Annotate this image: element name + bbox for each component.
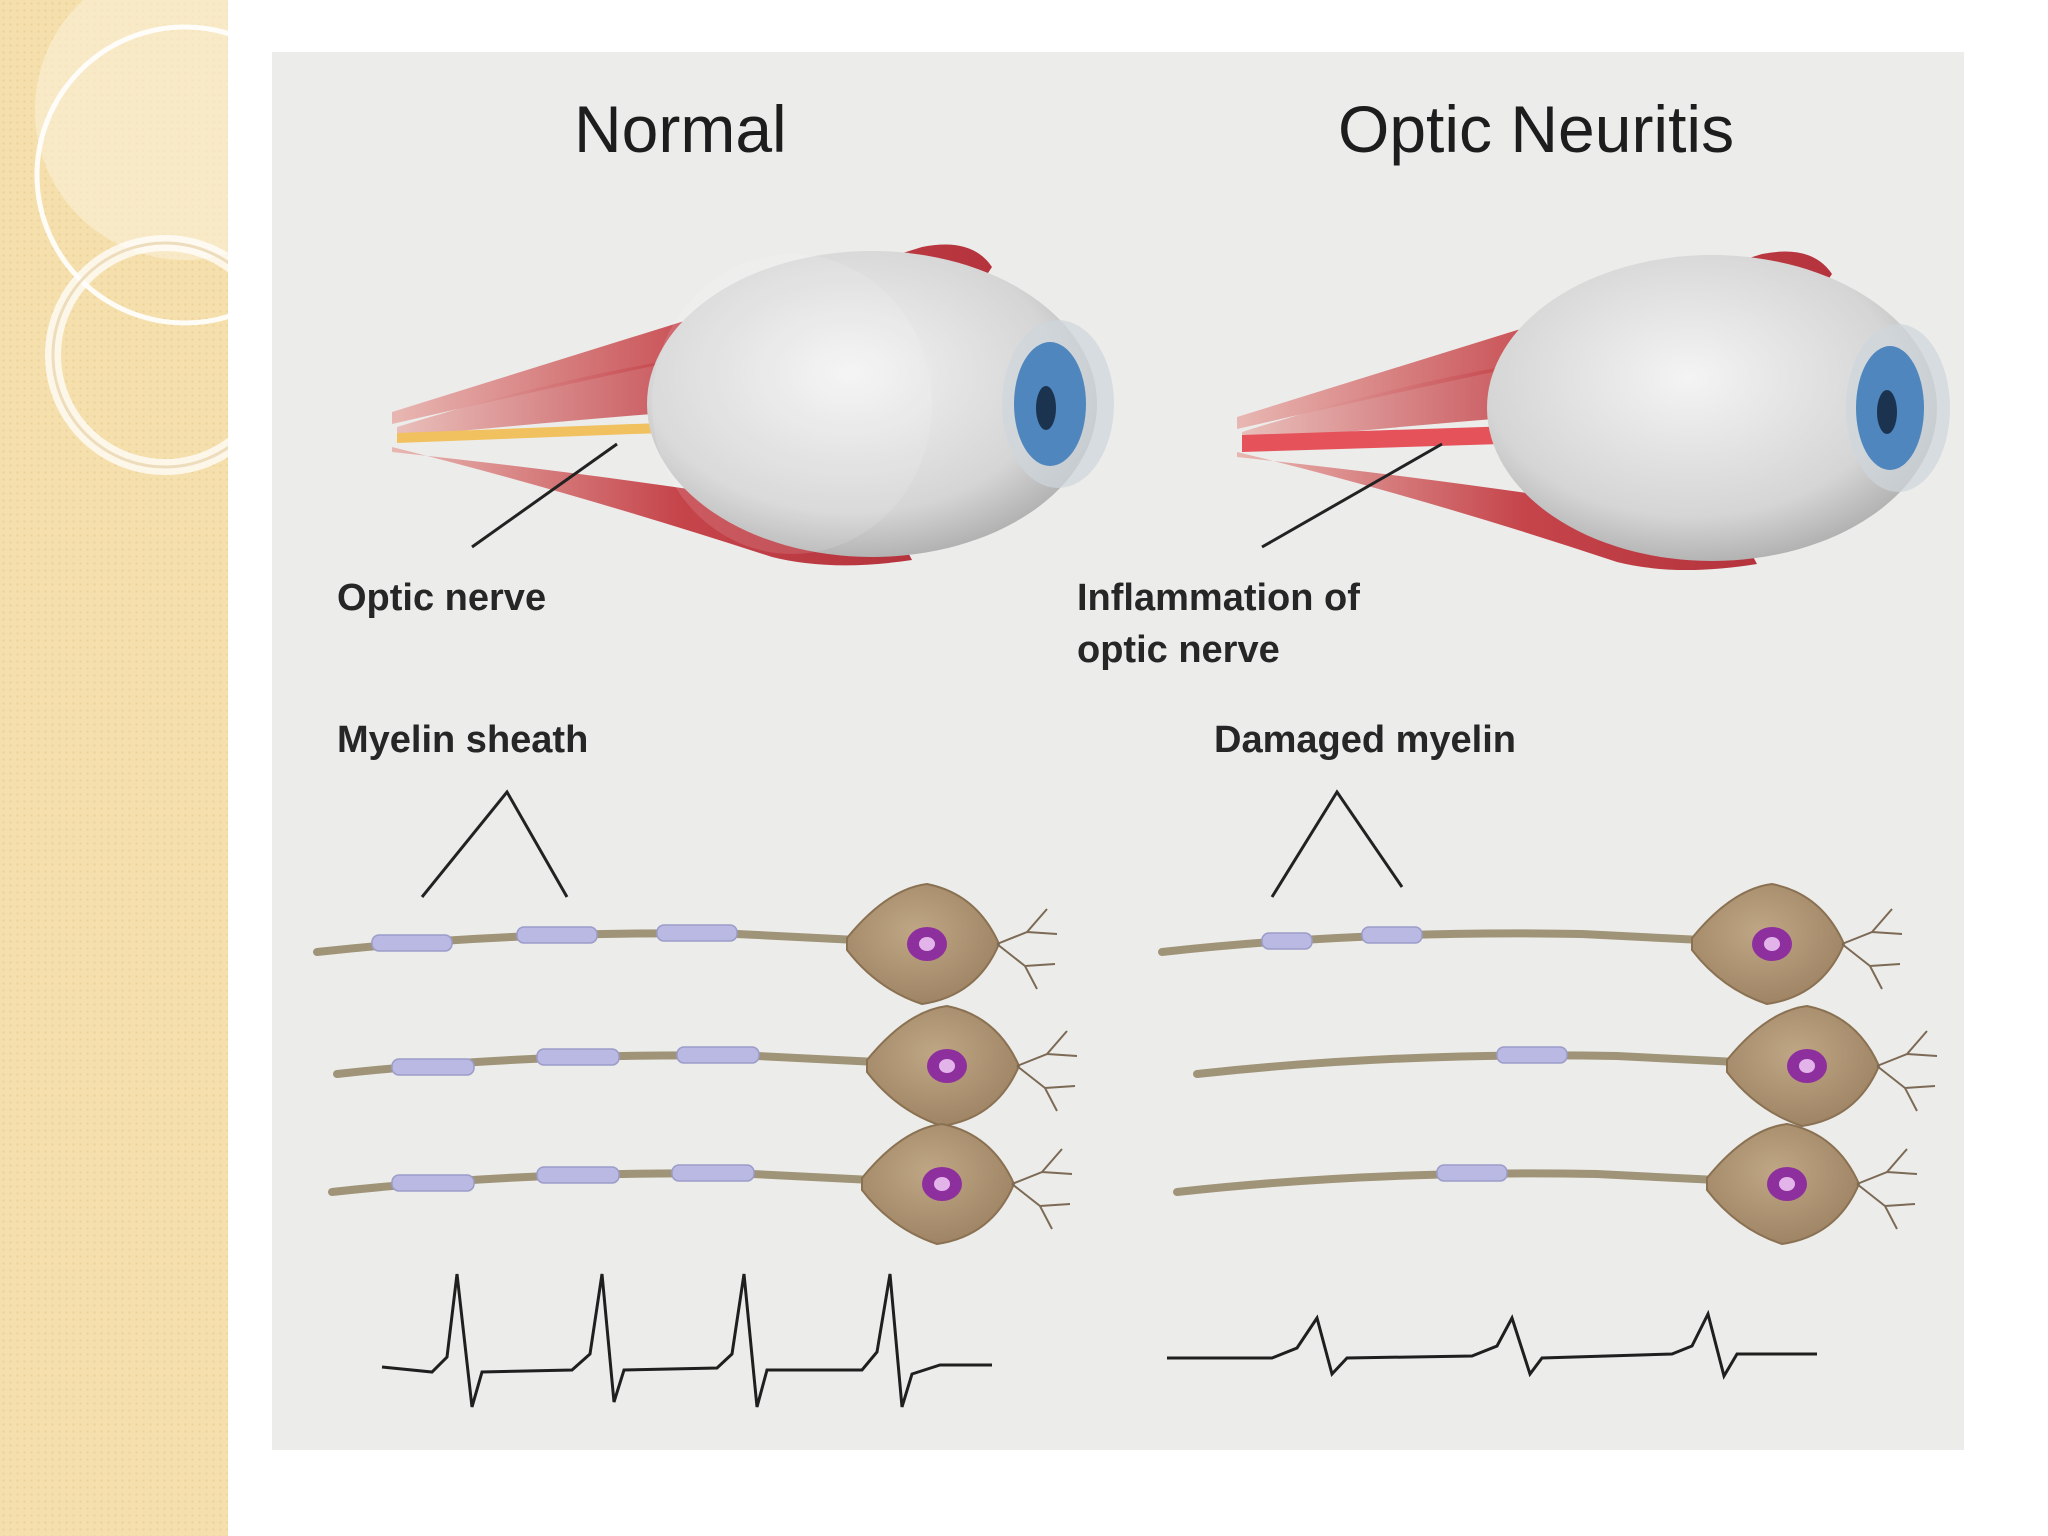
damaged-dendrites — [1841, 908, 1903, 990]
optic-neuritis-diagram: Normal Optic Neuritis Optic nerve — [272, 52, 1964, 1450]
damaged-neuron-1 — [1158, 882, 1903, 1006]
damaged-dendrites — [1856, 1148, 1918, 1230]
optic-nerve-pointer — [471, 442, 618, 549]
damaged-myelin-segment — [1496, 1046, 1568, 1064]
normal-pupil — [1036, 386, 1056, 430]
damaged-dendrites — [1876, 1030, 1938, 1112]
decorative-sidebar — [0, 0, 228, 1536]
normal-myelin-segment — [536, 1048, 620, 1066]
optic-nerve-label: Optic nerve — [337, 577, 546, 619]
damaged-neurons — [1158, 882, 1938, 1246]
damaged-myelin-segment — [1436, 1164, 1508, 1182]
normal-myelin-segment — [656, 924, 738, 942]
normal-nucleolus — [934, 1177, 950, 1191]
damaged-myelin-segment — [1361, 926, 1423, 944]
damaged-nucleolus — [1779, 1177, 1795, 1191]
inflammation-label-line2: optic nerve — [1077, 629, 1280, 671]
damaged-myelin-segment — [1261, 932, 1313, 950]
damaged-myelin-pointer — [1270, 789, 1404, 898]
normal-myelin-segment — [371, 934, 453, 952]
normal-eyeball — [647, 251, 1097, 557]
normal-dendrites — [1011, 1148, 1073, 1230]
diagram-canvas: Normal Optic Neuritis Optic nerve — [313, 92, 1950, 1408]
normal-dendrites — [1016, 1030, 1078, 1112]
normal-title: Normal — [574, 92, 787, 166]
neuritis-signal-trace — [1167, 1309, 1817, 1380]
normal-dendrites — [996, 908, 1058, 990]
neuritis-eye-illustration — [1237, 251, 1950, 571]
damaged-neuron-3 — [1173, 1122, 1918, 1246]
myelin-sheath-label: Myelin sheath — [337, 719, 588, 761]
normal-neuron-3 — [328, 1122, 1073, 1246]
damaged-axon — [1173, 1169, 1721, 1196]
neuritis-eyeball — [1487, 255, 1937, 561]
neuritis-pupil — [1877, 390, 1897, 434]
normal-myelin-segment — [676, 1046, 760, 1064]
normal-neurons — [313, 882, 1078, 1246]
myelin-sheath-pointer — [420, 789, 569, 898]
normal-signal-trace — [381, 1273, 992, 1408]
normal-myelin-segment — [516, 926, 598, 944]
normal-neuron-1 — [313, 882, 1058, 1006]
normal-myelin-segment — [671, 1164, 755, 1182]
normal-nucleolus — [939, 1059, 955, 1073]
optic-neuritis-title: Optic Neuritis — [1338, 92, 1734, 166]
normal-nucleolus — [919, 937, 935, 951]
normal-eye-illustration — [392, 244, 1114, 566]
normal-myelin-segment — [391, 1174, 475, 1192]
damaged-myelin-label: Damaged myelin — [1214, 719, 1516, 761]
damaged-nucleolus — [1799, 1059, 1815, 1073]
damaged-axon — [1158, 929, 1706, 956]
sidebar-rings-decoration — [34, 0, 228, 475]
damaged-axon — [1193, 1051, 1741, 1078]
inflammation-pointer — [1261, 442, 1443, 549]
damaged-nucleolus — [1764, 937, 1780, 951]
inflammation-label-line1: Inflammation of — [1077, 577, 1360, 619]
normal-neuron-2 — [333, 1004, 1078, 1128]
normal-myelin-segment — [391, 1058, 475, 1076]
damaged-neuron-2 — [1193, 1004, 1938, 1128]
normal-eyeball-shade — [652, 254, 932, 554]
normal-myelin-segment — [536, 1166, 620, 1184]
